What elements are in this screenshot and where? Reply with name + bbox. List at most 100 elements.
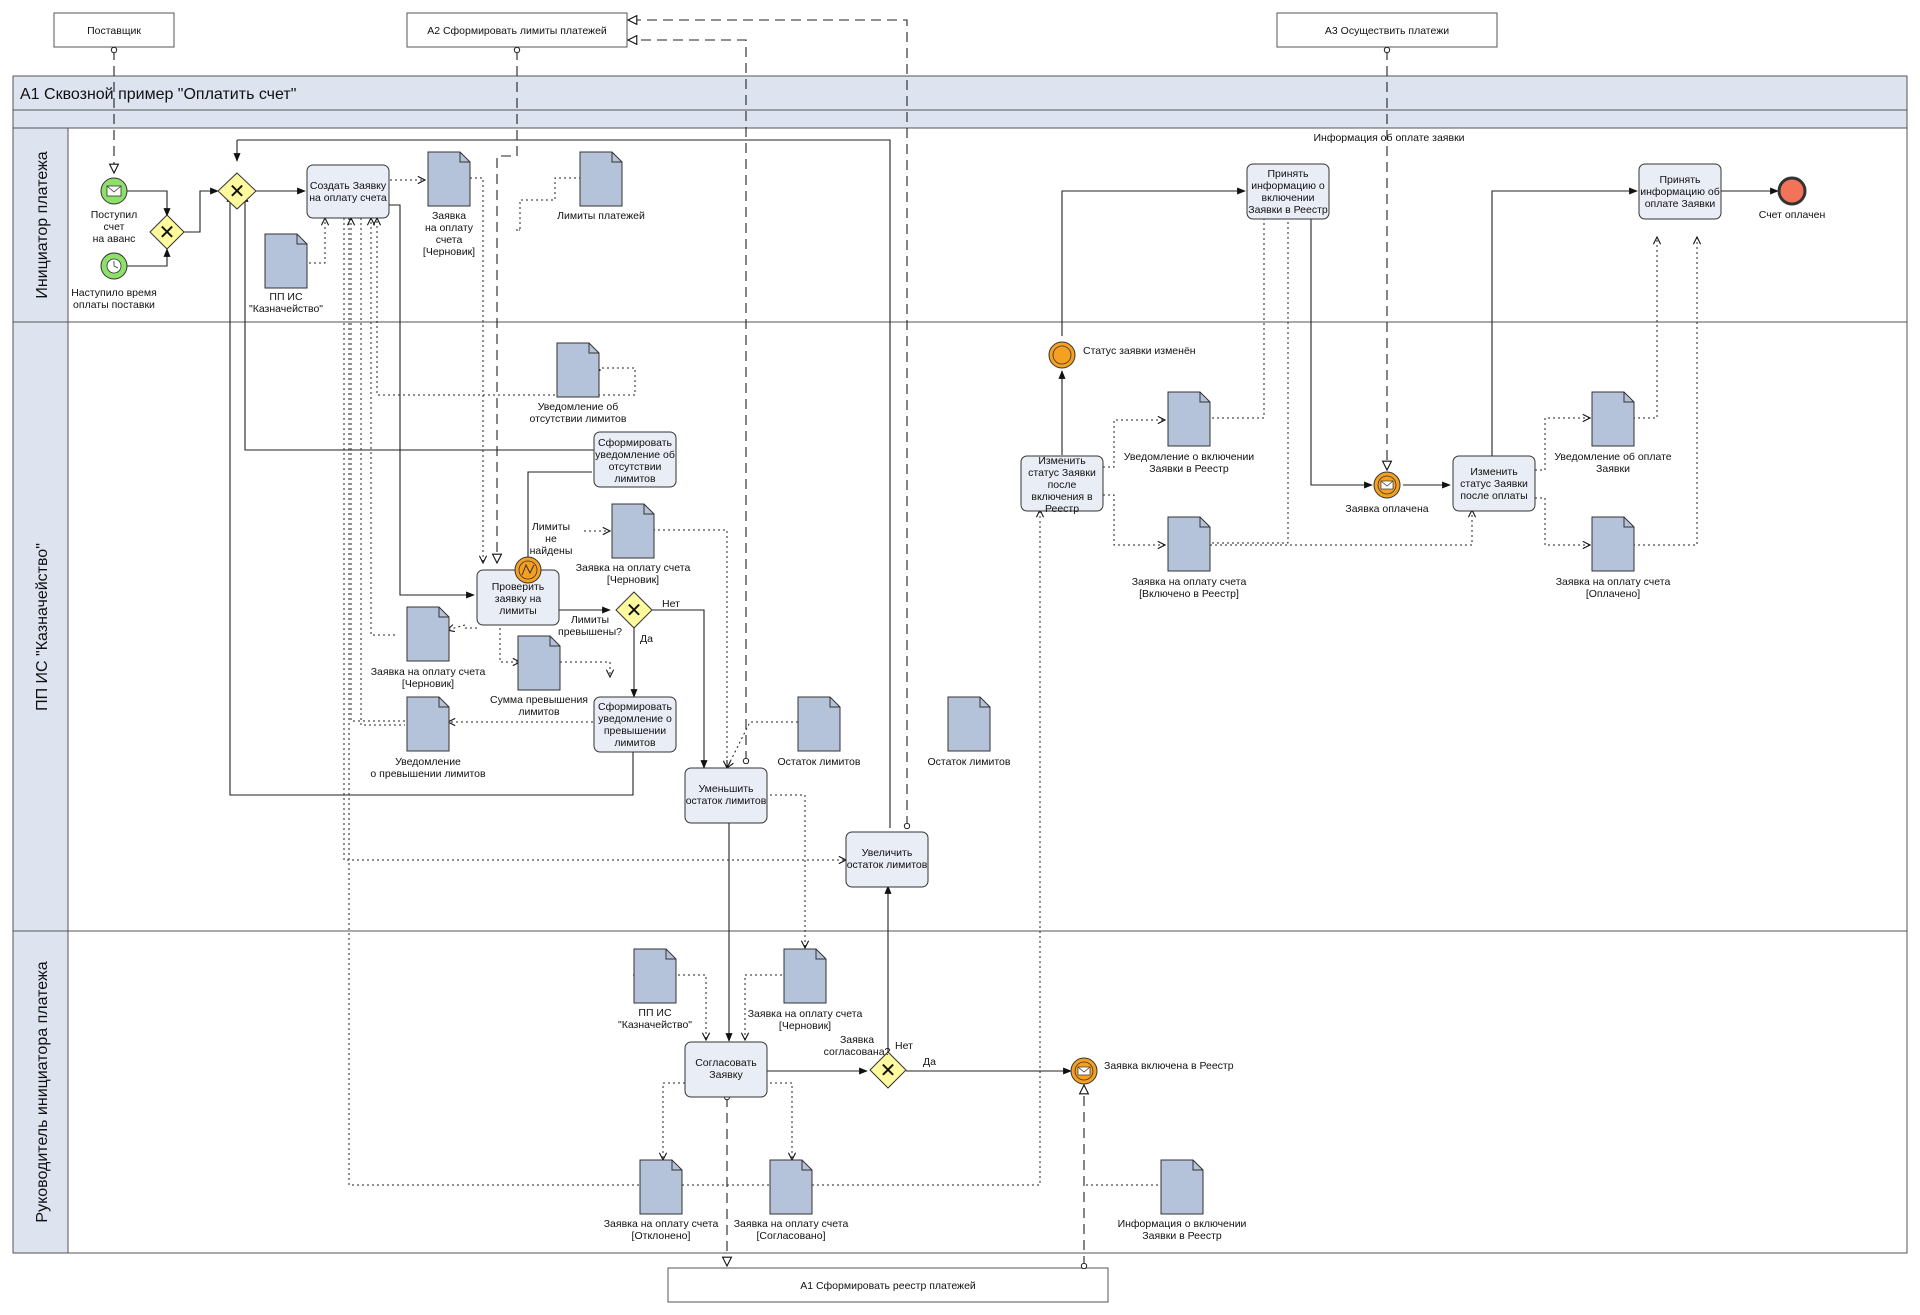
svg-text:✕: ✕ [159,220,176,244]
doc-label: Заявки в Реестр [1142,1230,1222,1242]
task-change-status-registry[interactable]: Изменить статус Заявки после включения в… [1020,455,1104,515]
doc-label: счета [436,234,463,246]
end-event[interactable] [1777,176,1807,206]
task-label: остаток лимитов [686,795,767,807]
sequence-flows [127,139,1779,1075]
gateway-approved[interactable]: ✕ [869,1051,907,1089]
task-label: включения в [1031,491,1093,503]
task-accept-registry-info[interactable]: Принять информацию о включении Заявки в … [1246,163,1330,220]
task-label: лимитов [614,473,656,485]
doc-label: Заявка [432,210,466,222]
doc-label: Уведомление о включении [1124,451,1255,463]
doc-label: Заявка на оплату счета [1556,576,1671,588]
start-event-timer[interactable] [100,252,128,280]
gateway-limits-exceeded[interactable]: ✕ [615,591,653,629]
start-event-message[interactable] [100,177,128,205]
envelope-icon [1077,1066,1091,1076]
task-label: оплате Заявки [1645,198,1716,210]
task-change-status-payment[interactable]: Изменить статус Заявки после оплаты [1452,455,1536,512]
task-approve[interactable]: Согласовать Заявку [684,1041,768,1098]
message-flows [114,20,1387,1266]
intermediate-event-registry[interactable] [1070,1057,1098,1085]
doc-label: Остаток лимитов [778,756,861,768]
doc-label: Заявка на оплату счета [1132,576,1247,588]
task-label: Изменить [1038,455,1086,467]
gateway-question: согласована? [824,1046,891,1058]
task-label: Заявки в Реестр [1248,204,1328,216]
task-form-exceed[interactable]: Сформировать уведомление о превышении ли… [593,696,677,753]
task-label: информацию о [1251,180,1325,192]
task-create-request[interactable]: Создать Заявку на оплату счета [306,164,390,219]
gateway-question: превышены? [558,626,622,638]
doc-label: Заявка на оплату счета [604,1218,719,1230]
doc-label: Заявка на оплату счета [748,1008,863,1020]
doc-rejected: Заявка на оплату счета [Отклонено] [604,1159,719,1242]
doc-label: [Включено в Реестр] [1139,588,1239,600]
a3-label: А3 Осуществить платежи [1325,25,1449,37]
task-increase-limits[interactable]: Увеличить остаток лимитов [845,831,929,888]
doc-agreed: Заявка на оплату счета [Согласовано] [734,1159,848,1242]
doc-label: ПП ИС [638,1007,672,1019]
gateway-question: Заявка [840,1034,874,1046]
task-label: включении [1262,192,1315,204]
intermediate-event-status[interactable] [1048,341,1076,369]
doc-label: Информация о включении [1118,1218,1247,1230]
task-accept-payment-info[interactable]: Принять информацию об оплате Заявки [1638,163,1722,220]
message-label: Информация об оплате заявки [1313,132,1464,144]
a3-box [1276,12,1498,48]
event-label: на аванс [93,233,136,245]
boundary-event-limits[interactable] [514,556,542,584]
gateway-no-label: Нет [662,598,680,610]
external-participants: Поставщик А2 Сформировать лимиты платеже… [53,12,1498,1303]
doc-label: [Согласовано] [757,1230,826,1242]
gateway-merge-create[interactable]: ✕ [217,172,257,210]
task-label: Изменить [1470,466,1518,478]
supplier-box [53,12,175,48]
a1-registry-box [667,1267,1109,1303]
task-label: отсутствии [609,461,662,473]
doc-label: [Черновик] [402,678,454,690]
doc-label: Заявки в Реестр [1149,463,1229,475]
doc-label: Остаток лимитов [928,756,1011,768]
supplier-label: Поставщик [87,25,141,37]
doc-label: Уведомление [395,756,461,768]
in-registry-label: Заявка включена в Реестр [1104,1060,1234,1072]
gateways: ✕ ✕ ✕ ✕ Лимиты превышены? Нет Да Заявка … [149,172,936,1089]
task-form-no-limits[interactable]: Сформировать уведомление об отсутствии л… [593,431,677,488]
event-label: оплаты поставки [73,299,155,311]
doc-included: Заявка на оплату счета [Включено в Реест… [1132,516,1247,600]
doc-draft-short: Заявка на оплату счета [Черновик] [423,151,475,258]
intermediate-event-paid[interactable] [1373,471,1401,499]
task-check-limits[interactable]: Проверить заявку на лимиты [476,569,560,626]
doc-pp-is-bottom: ПП ИС "Казначейство" [618,948,692,1031]
svg-text:✕: ✕ [229,179,246,203]
doc-remaining-2: Остаток лимитов [928,696,1011,768]
doc-label: [Черновик] [607,574,659,586]
pool-header [12,75,1908,111]
pool-title: А1 Сквозной пример "Оплатить счет" [20,86,296,103]
task-label: Сформировать [598,437,673,449]
task-label: Заявку [709,1069,743,1081]
envelope-icon [106,185,122,197]
doc-paid: Заявка на оплату счета [Оплачено] [1556,516,1671,600]
doc-label: ПП ИС [269,291,303,303]
task-label: Согласовать [695,1057,757,1069]
task-decrease-limits[interactable]: Уменьшить остаток лимитов [684,767,768,824]
task-label: остаток лимитов [847,859,928,871]
task-label: статус Заявки [1460,478,1528,490]
task-label: информацию об [1640,186,1720,198]
gateway-yes-label: Да [923,1056,936,1068]
gateway-merge-start[interactable]: ✕ [149,214,185,250]
doc-label: [Оплачено] [1586,588,1640,600]
doc-label: Заявка на оплату счета [576,562,691,574]
lane-initiator: Инициатор платежа [34,151,51,298]
gateway-yes-label: Да [640,633,653,645]
doc-label: "Казначейство" [249,303,323,315]
doc-payment-notice: Уведомление об оплате Заявки [1554,391,1672,475]
gateway-question: Лимиты [571,614,609,626]
svg-text:✕: ✕ [880,1058,897,1082]
event-label: счет [104,221,125,233]
doc-label: Лимиты платежей [557,210,645,222]
end-event-label: Счет оплачен [1759,209,1826,221]
doc-label: [Черновик] [423,246,475,258]
